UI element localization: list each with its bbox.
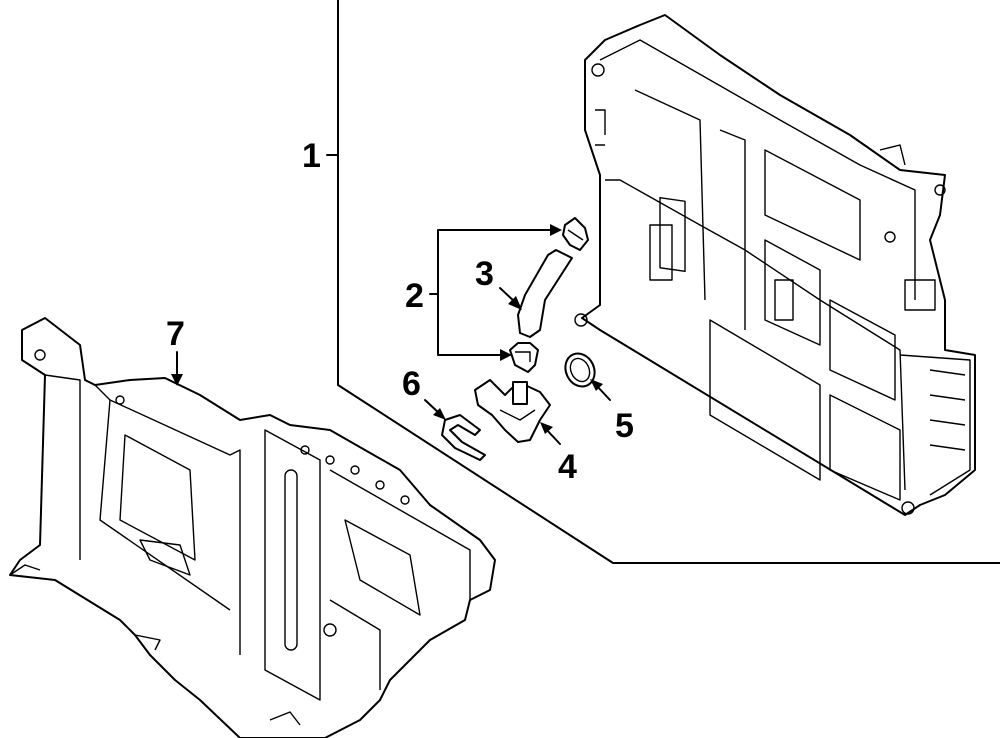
seal-ring[interactable] — [560, 349, 600, 392]
assembly-group-outline — [337, 0, 1000, 564]
arrowhead-2-bottom — [500, 349, 512, 361]
callout-7[interactable]: 7 — [166, 315, 185, 353]
main-module[interactable] — [574, 14, 976, 516]
callout-3[interactable]: 3 — [475, 255, 494, 293]
hose-clamp-lower[interactable] — [509, 342, 539, 373]
arrowhead-6 — [433, 408, 446, 420]
callout-1[interactable]: 1 — [302, 137, 321, 175]
arrowhead-5 — [590, 379, 603, 391]
mounting-bracket[interactable] — [9, 317, 496, 738]
retaining-clip[interactable] — [441, 414, 486, 461]
arrowhead-7 — [171, 374, 183, 386]
hose-clamp-upper[interactable] — [562, 217, 589, 251]
callout-5[interactable]: 5 — [615, 407, 634, 445]
arrowhead-4 — [540, 422, 553, 434]
callout-2-bracket — [437, 229, 551, 356]
callout-6[interactable]: 6 — [402, 365, 421, 403]
hose[interactable] — [517, 249, 573, 338]
arrowhead-2-top — [550, 224, 562, 236]
arrowhead-3 — [508, 296, 522, 310]
connector[interactable] — [474, 379, 551, 443]
callout-2[interactable]: 2 — [405, 277, 424, 315]
callout-4[interactable]: 4 — [558, 448, 577, 486]
